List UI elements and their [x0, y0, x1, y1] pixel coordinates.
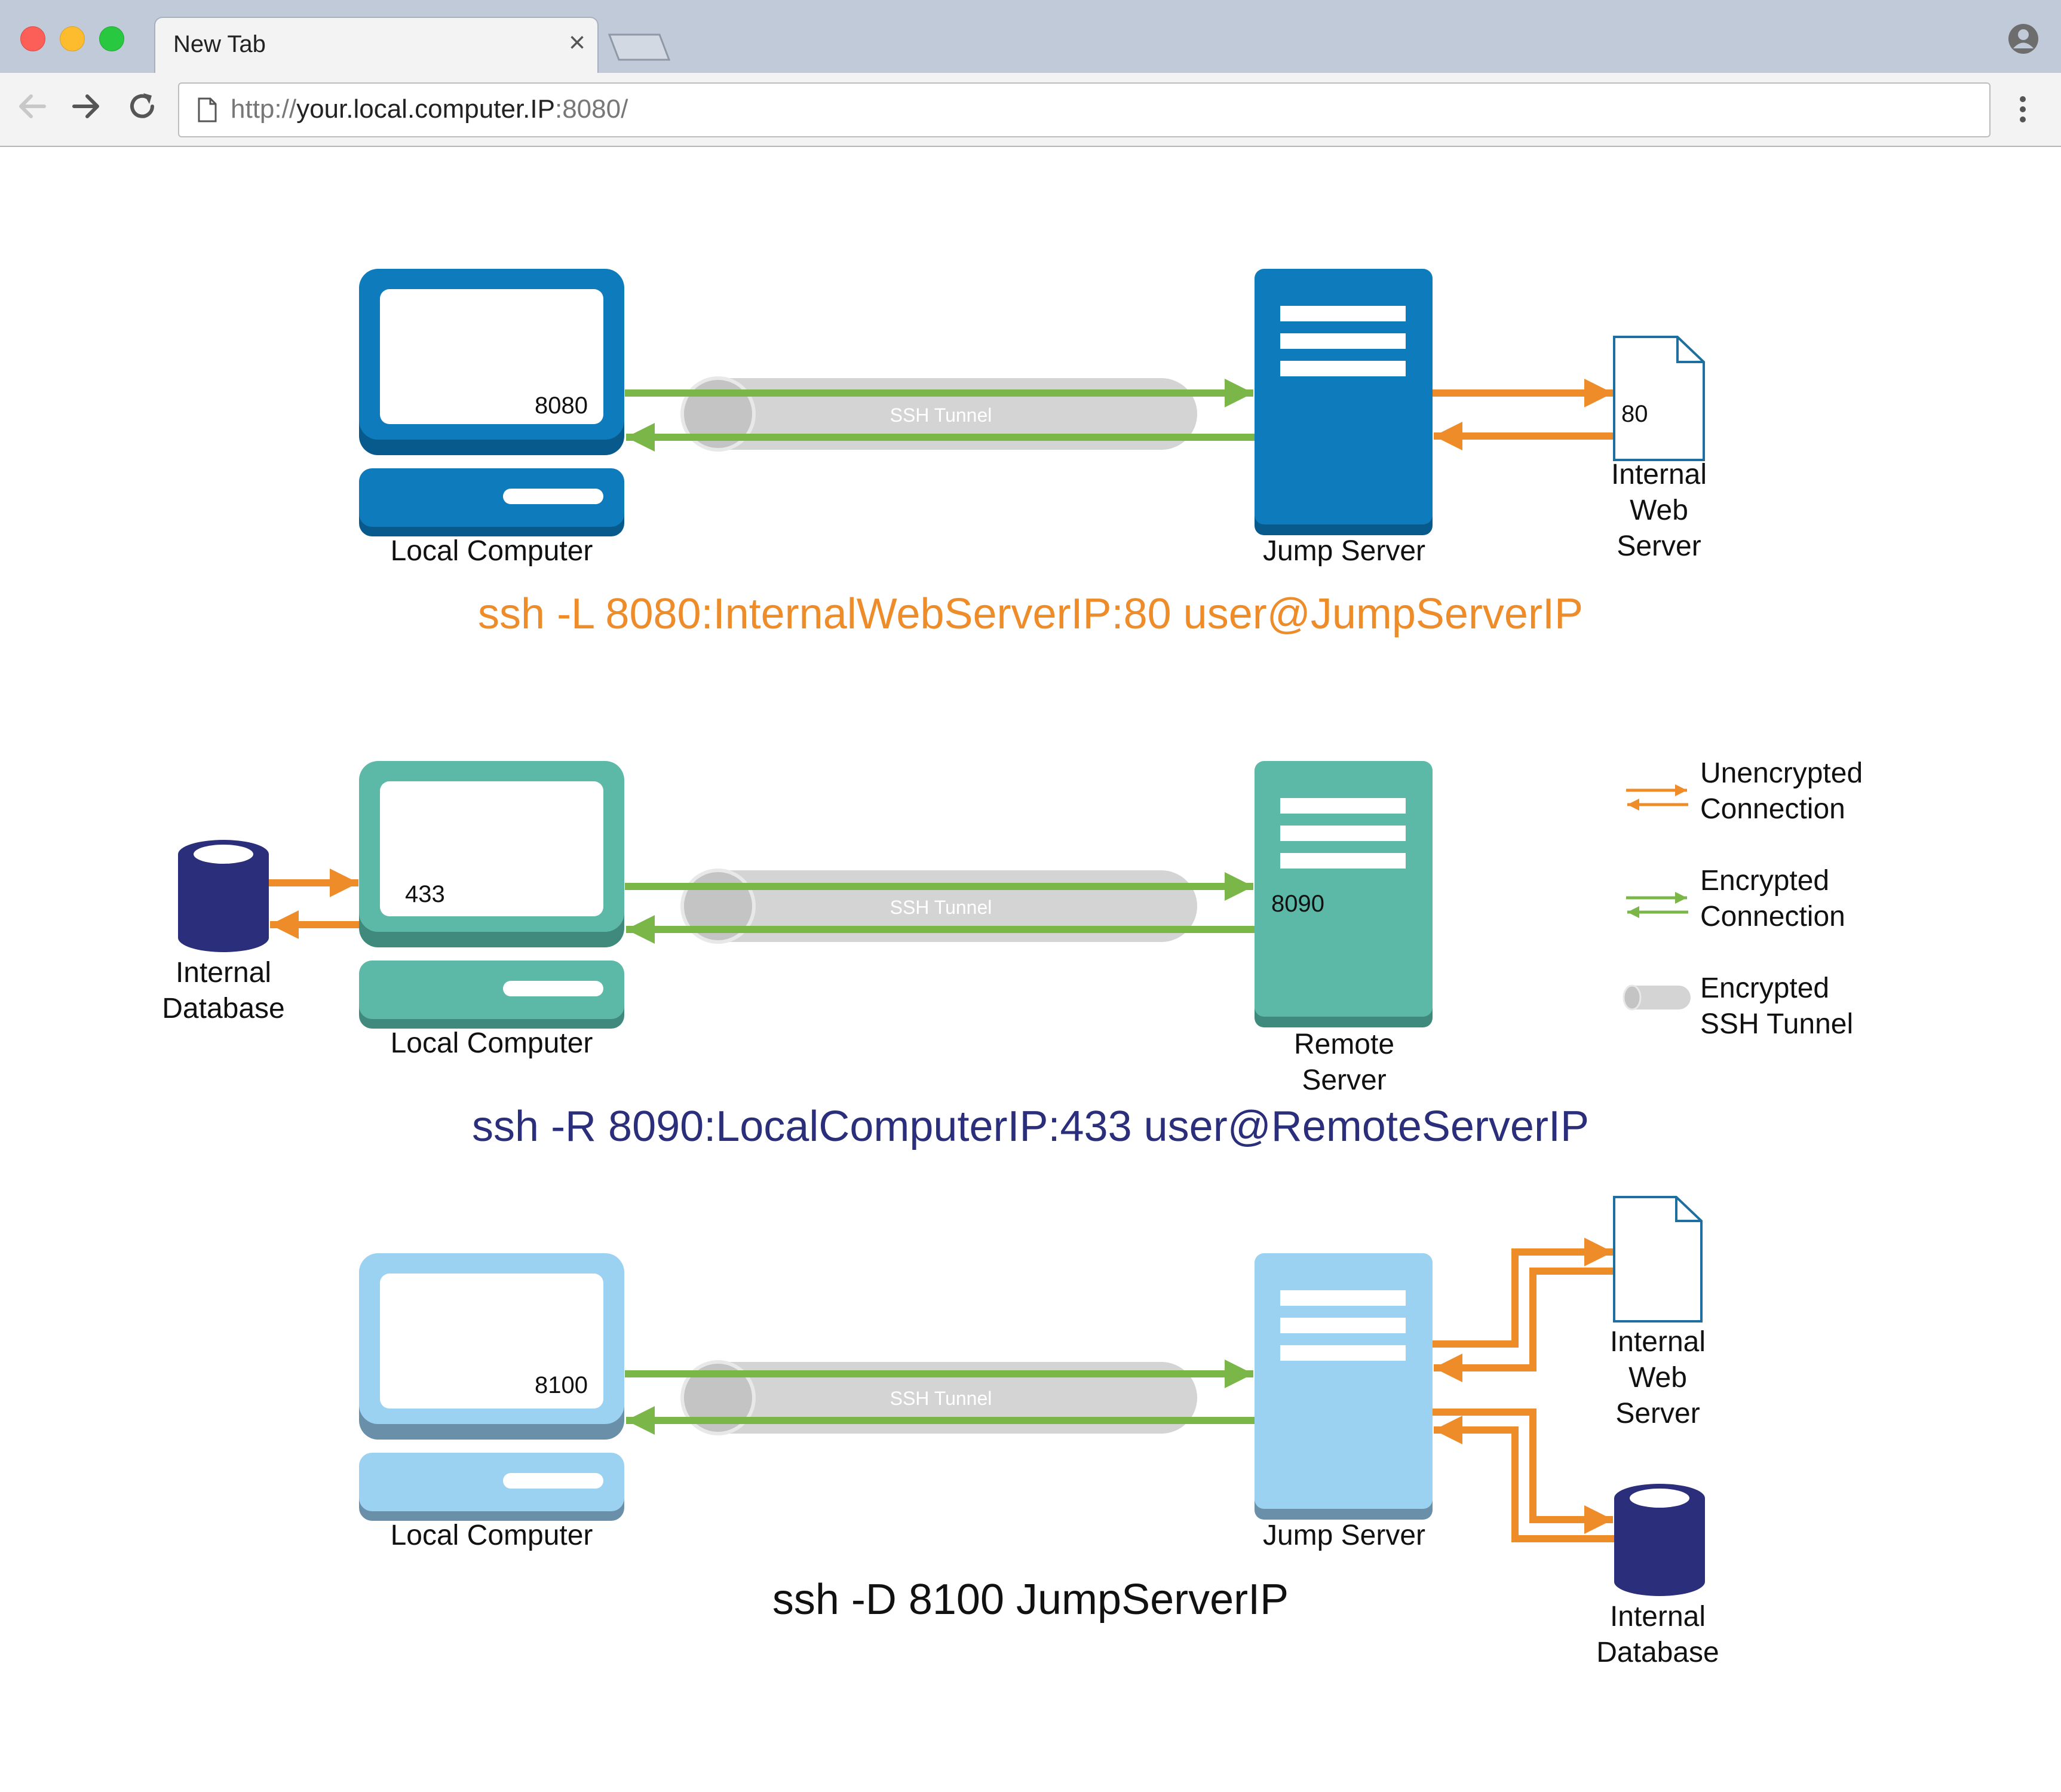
remote-port-label: 8090 [1271, 891, 1324, 917]
menu-dots-icon[interactable] [2011, 88, 2035, 130]
ssh-tunnel-label: SSH Tunnel [890, 897, 992, 918]
ssh-tunnel [680, 1360, 1197, 1435]
legend-unencrypted-label-line1: Unencrypted [1700, 757, 1863, 789]
toolbar: http://your.local.computer.IP:8080/ [0, 73, 2061, 147]
internal-web-server-label-line3: Server [1615, 1398, 1700, 1429]
url-host: your.local.computer.IP [296, 94, 555, 124]
internal-web-server-label-line3: Server [1617, 530, 1701, 562]
legend-tunnel-label-line2: SSH Tunnel [1700, 1008, 1853, 1040]
ssh-tunneling-diagram: 8080 Local Computer SSH Tunnel Jump Serv… [162, 269, 1863, 1668]
new-tab-button[interactable] [608, 32, 670, 61]
dynamic-forward-section: 8100 Local Computer SSH Tunnel Jump Serv… [359, 1196, 1719, 1668]
tab-title: New Tab [173, 31, 266, 57]
local-port-label: 8080 [535, 392, 588, 419]
local-computer-label: Local Computer [391, 1027, 593, 1059]
jump-server-label: Jump Server [1263, 1520, 1425, 1551]
browser-chrome: New Tab × http://your.local.comput [0, 0, 2061, 147]
page-icon [198, 97, 217, 122]
database-icon [178, 840, 269, 952]
internal-web-server-label-line1: Internal [1610, 1326, 1706, 1358]
legend-unencrypted-label-line2: Connection [1700, 793, 1845, 825]
local-computer-label: Local Computer [391, 1520, 593, 1551]
remote-forward-section: Internal Database 433 Local Computer SSH… [162, 761, 1589, 1150]
minimize-window-button[interactable] [60, 26, 85, 51]
address-bar[interactable]: http://your.local.computer.IP:8080/ [178, 82, 1991, 137]
local-port-label: 433 [405, 881, 445, 907]
document-icon [1613, 1196, 1703, 1322]
remote-port-label: 80 [1621, 401, 1648, 427]
close-tab-icon[interactable]: × [568, 27, 585, 59]
local-port-label: 8100 [535, 1372, 588, 1398]
legend: Unencrypted Connection Encrypted Connect… [1623, 757, 1863, 1040]
internal-database-label-line2: Database [162, 993, 284, 1024]
document-icon [1613, 336, 1705, 461]
legend-encrypted-label-line1: Encrypted [1700, 865, 1829, 897]
tab-strip: New Tab × [0, 0, 2061, 75]
local-forward-section: 8080 Local Computer SSH Tunnel Jump Serv… [359, 269, 1707, 638]
internal-database-label-line1: Internal [176, 957, 271, 989]
url-text: http://your.local.computer.IP:8080/ [231, 94, 628, 124]
url-port-path: :8080/ [554, 94, 628, 124]
url-scheme: http:// [231, 94, 297, 124]
local-computer-label: Local Computer [391, 535, 593, 567]
jump-server-label: Jump Server [1263, 535, 1425, 567]
tab-new-tab[interactable]: New Tab × [154, 17, 599, 75]
close-window-button[interactable] [20, 26, 45, 51]
remote-forward-command: ssh -R 8090:LocalComputerIP:433 user@Rem… [472, 1103, 1589, 1150]
remote-server-label-line1: Remote [1294, 1029, 1394, 1060]
database-icon [1614, 1484, 1705, 1596]
forward-arrow-icon[interactable] [68, 88, 104, 124]
ssh-tunnel-label: SSH Tunnel [890, 404, 992, 426]
internal-database-label-line2: Database [1596, 1637, 1719, 1668]
dynamic-forward-command: ssh -D 8100 JumpServerIP [772, 1576, 1289, 1624]
reload-icon[interactable] [124, 88, 160, 124]
internal-web-server-label-line2: Web [1630, 495, 1688, 526]
legend-encrypted-label-line2: Connection [1700, 901, 1845, 932]
desktop-computer-icon [359, 1253, 624, 1521]
back-arrow-icon[interactable] [14, 88, 50, 124]
legend-tunnel-swatch [1623, 984, 1691, 1011]
desktop-computer-icon [359, 269, 624, 536]
internal-web-server-label-line1: Internal [1611, 459, 1707, 490]
internal-database-label-line1: Internal [1610, 1601, 1706, 1633]
legend-tunnel-label-line1: Encrypted [1700, 972, 1829, 1004]
server-icon [1255, 761, 1433, 1027]
unencrypted-connection-arrow [1433, 1238, 1613, 1348]
maximize-window-button[interactable] [99, 26, 124, 51]
server-icon [1255, 1253, 1433, 1520]
internal-web-server-label-line2: Web [1628, 1362, 1687, 1394]
unencrypted-connection-arrow [1434, 1416, 1614, 1542]
desktop-computer-icon [359, 761, 624, 1029]
local-forward-command: ssh -L 8080:InternalWebServerIP:80 user@… [478, 590, 1583, 638]
ssh-tunnel-label: SSH Tunnel [890, 1388, 992, 1409]
unencrypted-connection-arrow [1433, 1409, 1613, 1534]
profile-icon[interactable] [2007, 23, 2039, 55]
remote-server-label-line2: Server [1302, 1064, 1386, 1096]
unencrypted-connection-arrow [1434, 1268, 1614, 1382]
server-icon [1255, 269, 1433, 535]
